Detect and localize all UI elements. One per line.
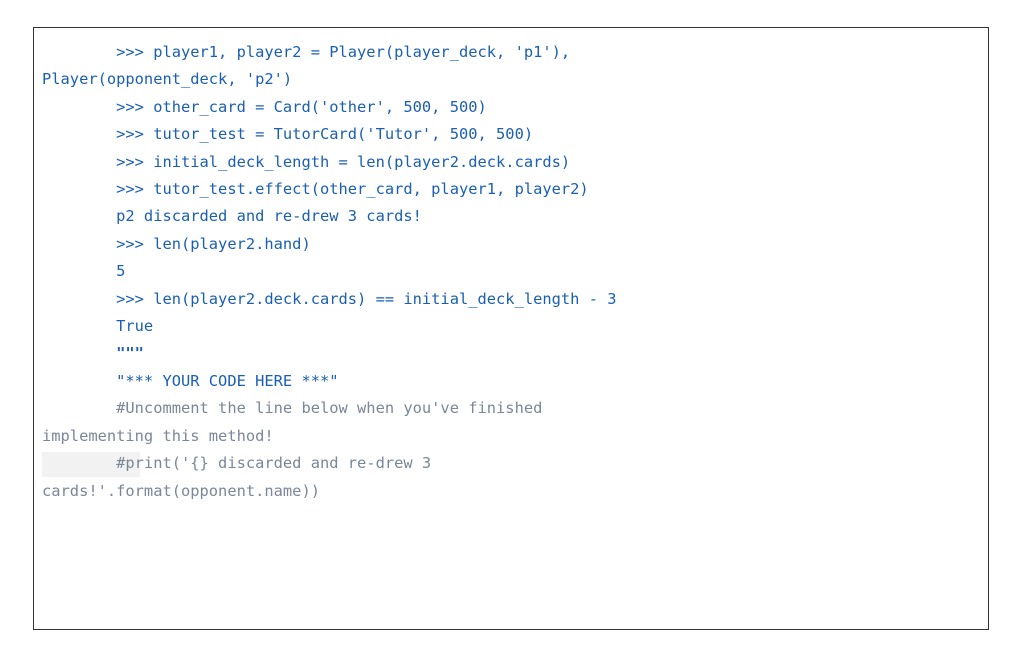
code-line-text: >>> len(player2.deck.cards) == initial_d… xyxy=(42,289,617,308)
code-line: 5 xyxy=(34,258,988,285)
code-line-text: >>> tutor_test.effect(other_card, player… xyxy=(42,180,589,199)
code-line-text: #Uncomment the line below when you've fi… xyxy=(42,399,543,418)
code-line: #print('{} discarded and re-drew 3 xyxy=(34,450,988,478)
code-line: True xyxy=(34,313,988,340)
code-line: >>> other_card = Card('other', 500, 500) xyxy=(34,94,988,121)
code-line: >>> player1, player2 = Player(player_dec… xyxy=(34,39,988,66)
code-line: >>> tutor_test.effect(other_card, player… xyxy=(34,176,988,203)
code-line: implementing this method! xyxy=(34,423,988,450)
code-line-text: >>> tutor_test = TutorCard('Tutor', 500,… xyxy=(42,125,534,144)
code-line-text: implementing this method! xyxy=(42,426,274,445)
code-line: Player(opponent_deck, 'p2') xyxy=(34,66,988,93)
code-line: >>> initial_deck_length = len(player2.de… xyxy=(34,149,988,176)
code-line: >>> tutor_test = TutorCard('Tutor', 500,… xyxy=(34,121,988,148)
code-line: >>> len(player2.hand) xyxy=(34,231,988,258)
code-line-text: "*** YOUR CODE HERE ***" xyxy=(42,371,339,390)
code-line-text: >>> other_card = Card('other', 500, 500) xyxy=(42,97,487,116)
code-line: p2 discarded and re-drew 3 cards! xyxy=(34,203,988,230)
code-line: cards!'.format(opponent.name)) xyxy=(34,478,988,505)
code-line-text: >>> len(player2.hand) xyxy=(42,234,311,253)
code-line-text: Player(opponent_deck, 'p2') xyxy=(42,70,293,89)
code-lines-container: >>> player1, player2 = Player(player_dec… xyxy=(34,28,988,505)
code-line-text: >>> initial_deck_length = len(player2.de… xyxy=(42,152,571,171)
code-line-text: >>> player1, player2 = Player(player_dec… xyxy=(42,43,571,61)
code-block-frame: >>> player1, player2 = Player(player_dec… xyxy=(33,27,989,630)
code-line-text: #print('{} discarded and re-drew 3 xyxy=(42,454,432,473)
code-line: "*** YOUR CODE HERE ***" xyxy=(34,368,988,395)
code-line-text: 5 xyxy=(42,262,126,281)
code-line: """ xyxy=(34,340,988,367)
code-line-text: """ xyxy=(42,344,144,363)
code-line: >>> len(player2.deck.cards) == initial_d… xyxy=(34,286,988,313)
code-line-text: p2 discarded and re-drew 3 cards! xyxy=(42,207,422,226)
code-line-text: cards!'.format(opponent.name)) xyxy=(42,481,320,500)
code-line-text: True xyxy=(42,317,154,336)
code-line: #Uncomment the line below when you've fi… xyxy=(34,395,988,422)
